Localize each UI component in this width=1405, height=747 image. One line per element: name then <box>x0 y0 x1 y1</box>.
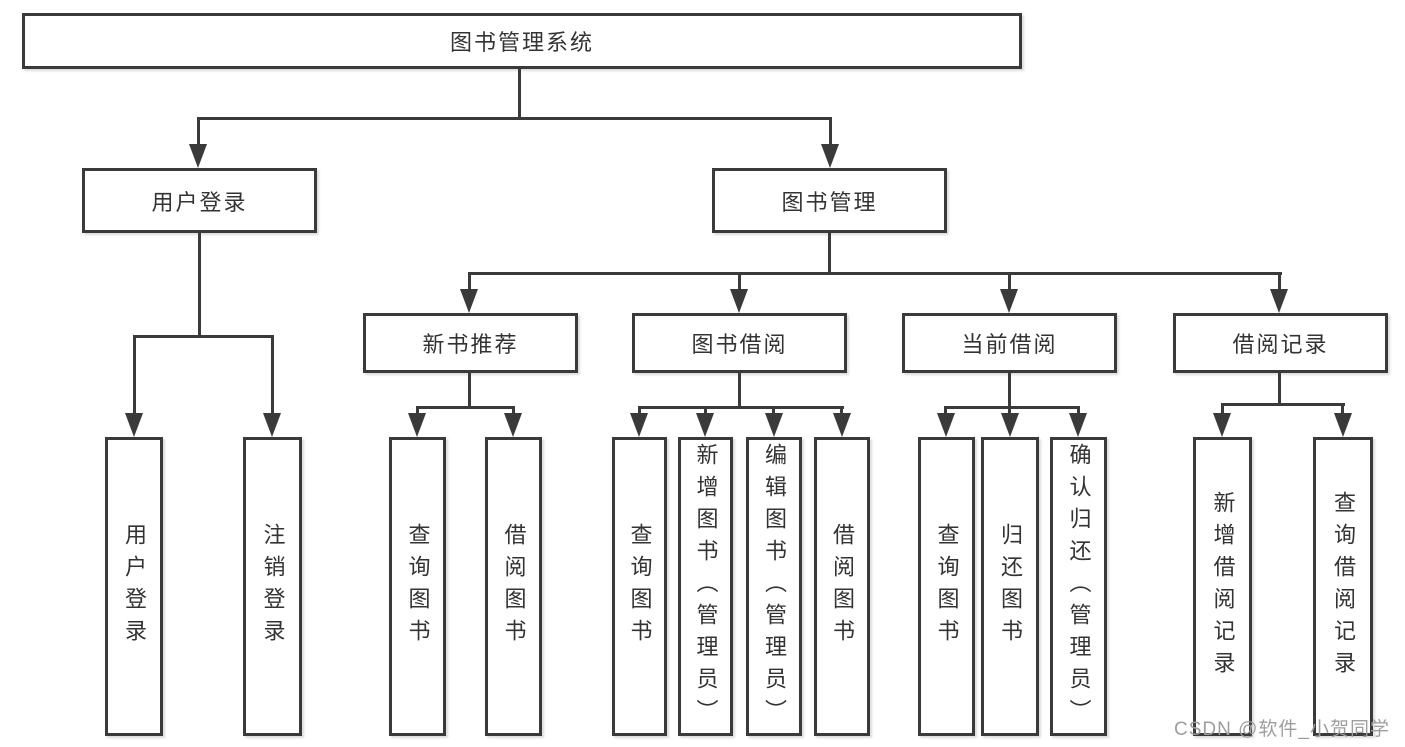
leaf-query-books-current: 查询图书 <box>918 437 975 736</box>
arrow-line <box>133 335 136 415</box>
arrow-line <box>738 272 741 292</box>
arrow-head-icon <box>937 413 955 437</box>
arrow-head-icon <box>1000 289 1018 313</box>
node-label: 归还图书 <box>998 522 1023 651</box>
leaf-user-login: 用户登录 <box>105 437 163 736</box>
arrow-line <box>1221 403 1224 415</box>
arrow-head-icon <box>189 144 207 168</box>
connector-current-borrowing-stem <box>1008 373 1011 409</box>
arrow-head-icon <box>504 413 522 437</box>
leaf-borrow-books-recommend: 借阅图书 <box>485 437 542 736</box>
arrow-head-icon <box>1334 413 1352 437</box>
leaf-query-books-recommend: 查询图书 <box>389 437 446 736</box>
node-label: 查询图书 <box>934 522 960 651</box>
arrow-line <box>512 406 515 415</box>
connector-current-borrowing-rail <box>944 406 1080 409</box>
node-label: 新增借阅记录 <box>1210 490 1236 683</box>
node-label: 当前借阅 <box>961 332 1058 357</box>
connector-book-management-stem <box>828 233 831 275</box>
node-label: 确认归还（管理员） <box>1066 442 1092 731</box>
leaf-query-books-borrowing: 查询图书 <box>612 437 667 736</box>
arrow-line <box>1278 272 1281 292</box>
node-book-borrowing: 图书借阅 <box>632 313 847 373</box>
node-borrowing-records: 借阅记录 <box>1173 313 1388 373</box>
connector-root-stem <box>518 69 521 120</box>
node-label: 图书管理 <box>781 189 878 215</box>
connector-new-book-stem <box>468 373 471 409</box>
leaf-query-borrow-record: 查询借阅记录 <box>1313 437 1373 736</box>
arrow-head-icon <box>460 289 478 313</box>
arrow-head-icon <box>263 413 281 437</box>
node-label: 注销登录 <box>260 522 286 651</box>
arrow-head-icon <box>730 289 748 313</box>
arrow-head-icon <box>1270 289 1288 313</box>
leaf-edit-book-admin: 编辑图书（管理员） <box>746 437 802 736</box>
arrow-line <box>1341 403 1344 415</box>
arrow-line <box>829 117 832 147</box>
node-label: 借阅图书 <box>830 522 855 651</box>
node-label: 图书借阅 <box>691 332 788 357</box>
arrow-head-icon <box>408 413 426 437</box>
node-label: 查询图书 <box>627 522 653 651</box>
arrow-line <box>704 406 707 415</box>
watermark: CSDN @软件_小贺同学 <box>1174 719 1390 740</box>
arrow-line <box>638 406 641 415</box>
arrow-line <box>197 117 200 147</box>
connector-book-management-rail <box>469 272 1282 275</box>
leaf-logout: 注销登录 <box>243 437 302 736</box>
arrow-line <box>944 406 947 415</box>
connector-book-borrowing-stem <box>738 373 741 409</box>
leaf-add-book-admin: 新增图书（管理员） <box>678 437 733 736</box>
arrow-head-icon <box>833 413 851 437</box>
node-label: 图书管理系统 <box>449 30 594 55</box>
leaf-confirm-return-admin: 确认归还（管理员） <box>1050 437 1107 736</box>
connector-root-rail <box>197 117 831 120</box>
node-label: 查询借阅记录 <box>1331 490 1356 683</box>
arrow-line <box>271 335 274 415</box>
arrow-head-icon <box>630 413 648 437</box>
connector-book-borrowing-rail <box>638 406 844 409</box>
connector-borrowing-records-stem <box>1278 373 1281 406</box>
node-book-management: 图书管理 <box>712 168 947 233</box>
leaf-return-books: 归还图书 <box>981 437 1039 736</box>
arrow-line <box>1008 272 1011 292</box>
arrow-line <box>468 272 471 292</box>
connector-user-login-stem <box>198 233 201 337</box>
arrow-head-icon <box>821 144 839 168</box>
arrow-head-icon <box>125 413 143 437</box>
node-user-login: 用户登录 <box>82 168 317 233</box>
node-label: 用户登录 <box>122 522 147 651</box>
node-label: 借阅记录 <box>1232 332 1329 357</box>
leaf-borrow-books-borrowing: 借阅图书 <box>814 437 870 736</box>
arrow-head-icon <box>696 413 714 437</box>
node-label: 查询图书 <box>405 522 431 651</box>
node-label: 用户登录 <box>151 189 248 215</box>
arrow-head-icon <box>765 413 783 437</box>
arrow-line <box>772 406 775 415</box>
connector-new-book-rail <box>416 406 515 409</box>
node-library-system: 图书管理系统 <box>22 13 1022 69</box>
node-current-borrowing: 当前借阅 <box>902 313 1117 373</box>
connector-borrowing-records-rail <box>1221 403 1345 406</box>
node-label: 编辑图书（管理员） <box>762 442 787 731</box>
arrow-line <box>1008 406 1011 415</box>
node-label: 新书推荐 <box>422 332 519 357</box>
leaf-add-borrow-record: 新增借阅记录 <box>1193 437 1252 736</box>
node-new-book-recommendation: 新书推荐 <box>363 313 578 373</box>
arrow-line <box>840 406 843 415</box>
arrow-head-icon <box>1069 413 1087 437</box>
arrow-line <box>1077 406 1080 415</box>
node-label: 新增图书（管理员） <box>693 442 719 731</box>
arrow-line <box>416 406 419 415</box>
arrow-head-icon <box>1001 413 1019 437</box>
node-label: 借阅图书 <box>501 522 527 651</box>
connector-user-login-rail <box>133 335 274 338</box>
arrow-head-icon <box>1213 413 1231 437</box>
